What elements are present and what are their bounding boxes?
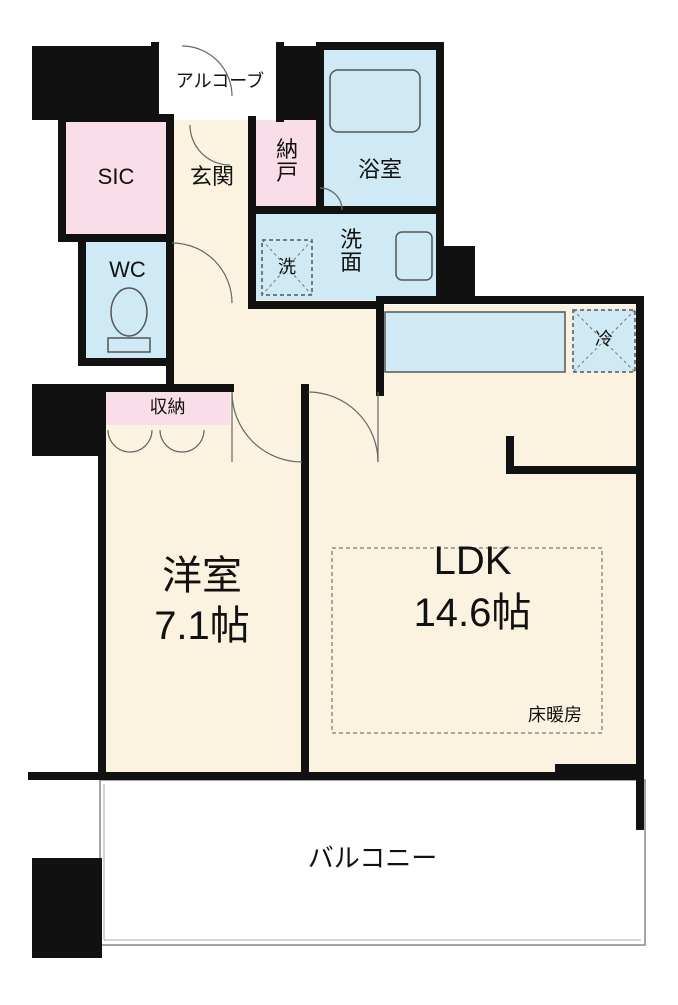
balcony-area: [99, 779, 646, 946]
closet-floor: [105, 392, 230, 425]
room-label-washer: 洗: [278, 257, 296, 277]
room-label-genkan: 玄関: [189, 164, 234, 189]
toilet-tank: [107, 337, 151, 353]
room-label-closet: 収納: [149, 397, 186, 417]
doors: [107, 45, 379, 463]
room-label-floor-heating: 床暖房: [528, 705, 582, 725]
room-label-bath: 浴室: [357, 157, 402, 182]
sic-floor: [62, 120, 170, 235]
structural-columns: [32, 46, 640, 958]
room-label-wc: WC: [109, 257, 146, 282]
room-label-sic: SIC: [97, 164, 135, 189]
room-label-western-size: 7.1帖: [154, 604, 250, 648]
bathtub: [329, 69, 421, 133]
kitchen-counter: [384, 311, 566, 373]
room-label-balcony: バルコニー: [307, 843, 438, 873]
fridge-cross: [572, 309, 636, 373]
room-label-ldk-name: LDK: [433, 539, 512, 583]
room-label-nando: 納戸: [276, 137, 299, 186]
toilet-bowl: [110, 287, 148, 337]
room-label-fridge: 冷: [595, 329, 613, 349]
washer-cross: [261, 239, 313, 296]
room-label-ldk-size: 14.6帖: [413, 591, 532, 635]
nando-floor: [255, 120, 320, 210]
room-label-washroom: 洗面: [340, 227, 363, 276]
room-label-alcove: アルコーブ: [175, 71, 265, 91]
floor-heating-area: [331, 547, 603, 734]
room-label-western-name: 洋室: [162, 554, 242, 598]
hallway-floor: [170, 300, 380, 390]
sink: [395, 231, 433, 281]
